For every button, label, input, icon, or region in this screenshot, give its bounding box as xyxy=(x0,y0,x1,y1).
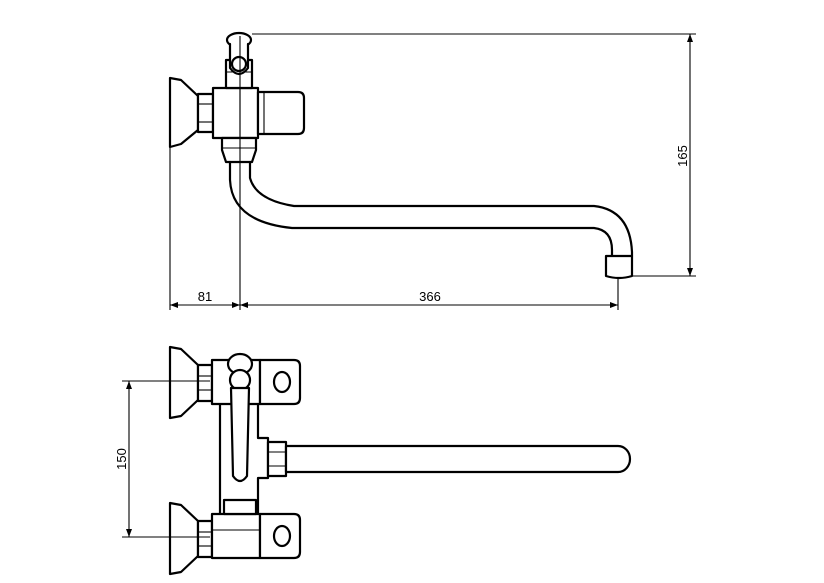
front-wall-flange-top xyxy=(168,345,200,420)
front-view xyxy=(168,345,632,576)
side-wall-flange xyxy=(168,76,200,149)
side-valve-body xyxy=(211,86,260,140)
front-lever-arm xyxy=(229,386,251,483)
front-wall-flange-bottom xyxy=(168,501,200,576)
side-spout xyxy=(228,160,614,258)
dim-150: 150 xyxy=(114,448,129,470)
front-valve-block-bottom xyxy=(210,512,262,560)
front-hex-nut-top xyxy=(196,363,214,403)
front-spout xyxy=(284,444,632,474)
front-dimensions: 150 xyxy=(114,380,210,538)
dim-165: 165 xyxy=(675,145,690,167)
side-spout-nut xyxy=(220,136,258,164)
side-hex-nut xyxy=(196,92,215,134)
side-view xyxy=(168,31,634,310)
side-dimensions: 165 81 366 xyxy=(169,33,696,310)
dim-81: 81 xyxy=(198,289,212,304)
dim-366: 366 xyxy=(419,289,441,304)
side-aerator xyxy=(604,254,634,280)
side-valve-cap xyxy=(256,90,306,136)
front-spout-nut xyxy=(266,440,288,478)
front-hex-nut-bottom xyxy=(196,519,214,559)
